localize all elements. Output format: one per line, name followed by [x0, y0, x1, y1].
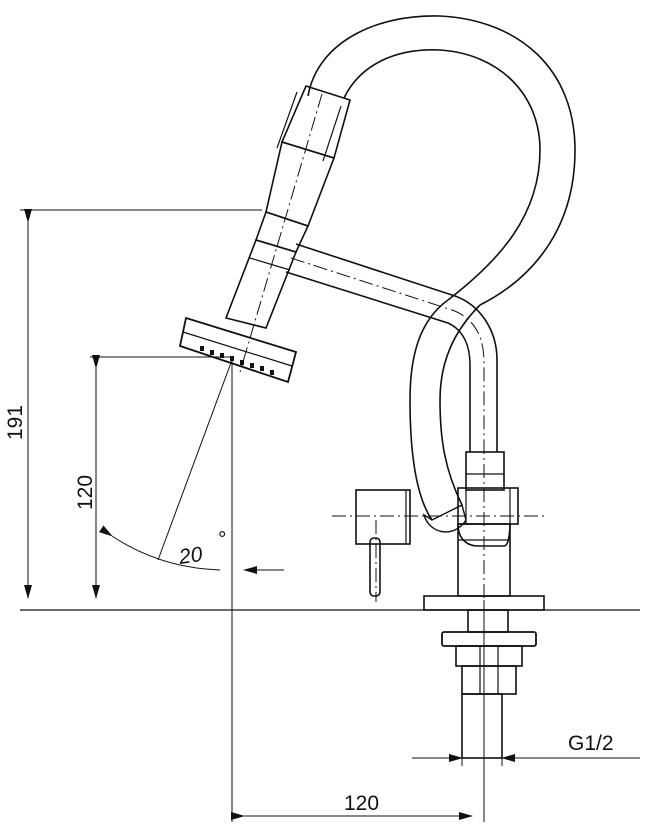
center-lines: [239, 93, 548, 602]
mounting-fitting: [441, 609, 537, 759]
dimension-angle: 20 °: [98, 359, 284, 822]
dimension-spray-height: 120: [74, 355, 232, 599]
flexible-hose: [307, 15, 576, 533]
dimension-horizontal-reach: 120: [231, 600, 485, 822]
dimension-thread: G1/2: [412, 700, 640, 766]
horizontal-reach-label: 120: [344, 792, 379, 815]
spout-arm: [285, 243, 498, 452]
spray-nozzles: [200, 346, 274, 375]
lever-handle: [355, 489, 411, 597]
thread-label: G1/2: [568, 732, 614, 755]
total-height-label: 191: [4, 405, 27, 440]
angle-value: 20: [177, 543, 205, 569]
dimension-total-height: 191: [4, 209, 262, 599]
angle-unit: °: [218, 528, 226, 551]
spray-height-label: 120: [74, 475, 97, 510]
hand-shower: [178, 85, 351, 384]
